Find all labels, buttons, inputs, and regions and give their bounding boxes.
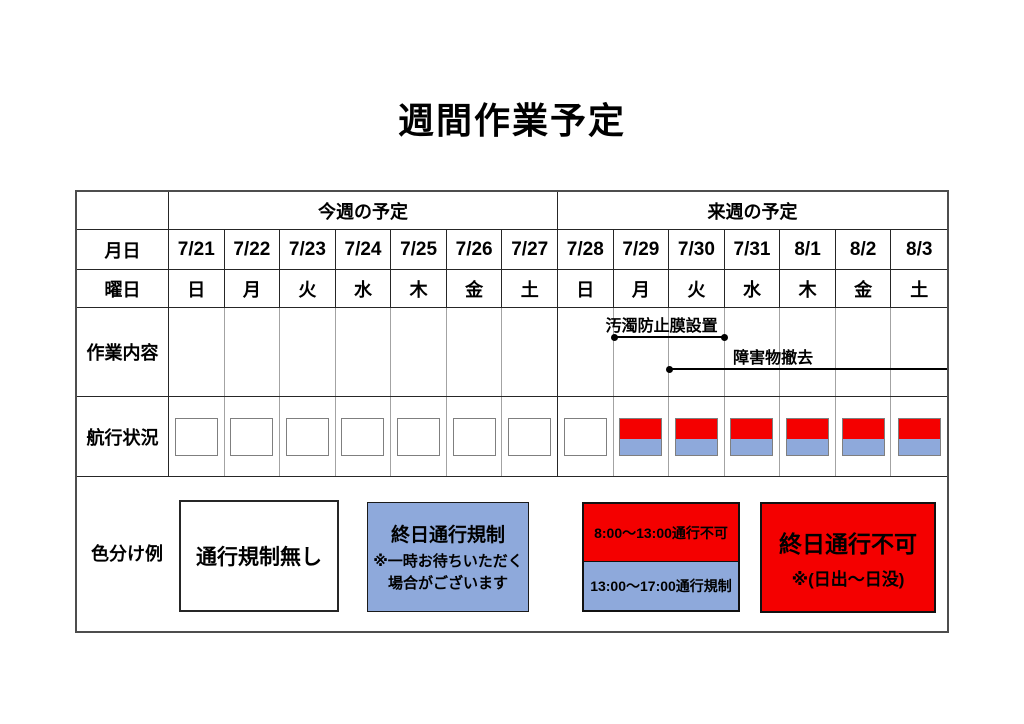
weekday-cell: 日 [169, 270, 225, 308]
task-label: 障害物撤去 [733, 350, 814, 367]
nav-status-box [230, 418, 274, 456]
legend-allday-regulated-title: 終日通行規制 [390, 524, 505, 546]
legend-allday-closed-title: 終日通行不可 [779, 531, 917, 557]
legend-no-restriction: 通行規制無し [179, 500, 339, 612]
weekday-cell: 水 [335, 270, 392, 308]
date-cell: 8/1 [780, 230, 836, 270]
date-cell: 7/25 [391, 230, 447, 270]
task-duration-line [666, 365, 947, 373]
date-cell: 7/27 [502, 230, 558, 270]
legend-allday-regulated-note1: ※一時お待ちいただく [373, 552, 523, 570]
work-gridlines [169, 308, 947, 396]
row-label-legend: 色分け例 [91, 544, 163, 564]
task-start-dot [610, 333, 618, 341]
nav-status-box [452, 418, 496, 456]
nav-status-box [786, 418, 830, 456]
date-cell: 7/30 [669, 230, 725, 270]
nav-status-box [508, 418, 552, 456]
date-cell: 7/28 [558, 230, 614, 270]
page-title: 週間作業予定 [397, 100, 626, 141]
weekday-cell: 日 [558, 270, 614, 308]
nav-status-box [341, 418, 385, 456]
schedule-table: 今週の予定 来週の予定 月日 7/21 7/22 7/23 7/24 7/25 … [75, 190, 949, 633]
week-header-next-week: 来週の予定 [558, 192, 947, 230]
nav-status-box [730, 418, 774, 456]
date-cell: 7/31 [724, 230, 781, 270]
date-cell: 7/26 [446, 230, 503, 270]
task-bar-obstacle-removal: 障害物撤去 [666, 344, 947, 373]
weekday-cell: 火 [280, 270, 336, 308]
nav-status-box [285, 418, 329, 456]
row-label-weekday: 曜日 [77, 270, 169, 308]
row-label-work-content: 作業内容 [77, 308, 169, 397]
row-label-date: 月日 [77, 230, 169, 270]
legend-no-restriction-label: 通行規制無し [196, 546, 322, 569]
task-label: 汚濁防止膜設置 [605, 318, 718, 335]
weekday-cell: 火 [669, 270, 725, 308]
weekday-cell: 土 [891, 270, 947, 308]
task-end-dot [720, 333, 728, 341]
weekday-cell: 土 [502, 270, 558, 308]
nav-status-box [674, 418, 718, 456]
legend-row: 色分け例 通行規制無し 終日通行規制 ※一時お待ちいただく 場合がございます 8… [77, 477, 947, 629]
legend-partial-bottom-label: 13:00〜17:00通行規制 [584, 562, 738, 610]
legend-partial-top-label: 8:00〜13:00通行不可 [584, 504, 738, 563]
legend-allday-closed: 終日通行不可 ※(日出〜日没) [760, 502, 936, 613]
task-duration-line [610, 333, 728, 341]
weekday-cell: 金 [835, 270, 892, 308]
date-cell: 8/2 [835, 230, 892, 270]
nav-status-box [619, 418, 663, 456]
weekday-cell: 月 [613, 270, 670, 308]
weekday-cell: 水 [724, 270, 781, 308]
legend-allday-regulated-note2: 場合がございます [387, 574, 508, 592]
legend-allday-regulated: 終日通行規制 ※一時お待ちいただく 場合がございます [367, 502, 529, 612]
navigation-status-area [169, 397, 947, 477]
nav-status-box [397, 418, 441, 456]
weekday-cell: 月 [224, 270, 281, 308]
weekday-cell: 木 [780, 270, 836, 308]
date-cell: 7/21 [169, 230, 225, 270]
date-cell: 7/22 [224, 230, 281, 270]
legend-allday-closed-note: ※(日出〜日没) [791, 570, 905, 589]
date-cell: 8/3 [891, 230, 947, 270]
week-header-this-week: 今週の予定 [169, 192, 558, 230]
task-bar-silt-curtain: 汚濁防止膜設置 [606, 312, 728, 341]
nav-status-box [841, 418, 885, 456]
date-cell: 7/23 [280, 230, 336, 270]
date-cell: 7/24 [335, 230, 392, 270]
date-cell: 7/29 [613, 230, 670, 270]
weekday-cell: 金 [446, 270, 503, 308]
nav-status-box [563, 418, 607, 456]
nav-status-box [174, 418, 218, 456]
task-start-dot [666, 365, 674, 373]
row-label-navigation-status: 航行状況 [77, 397, 169, 477]
weekday-cell: 木 [391, 270, 447, 308]
work-content-area: 汚濁防止膜設置 障害物撤去 [169, 308, 947, 397]
legend-partial-restriction: 8:00〜13:00通行不可 13:00〜17:00通行規制 [582, 502, 740, 612]
corner-cell [77, 192, 169, 230]
nav-status-box [897, 418, 941, 456]
